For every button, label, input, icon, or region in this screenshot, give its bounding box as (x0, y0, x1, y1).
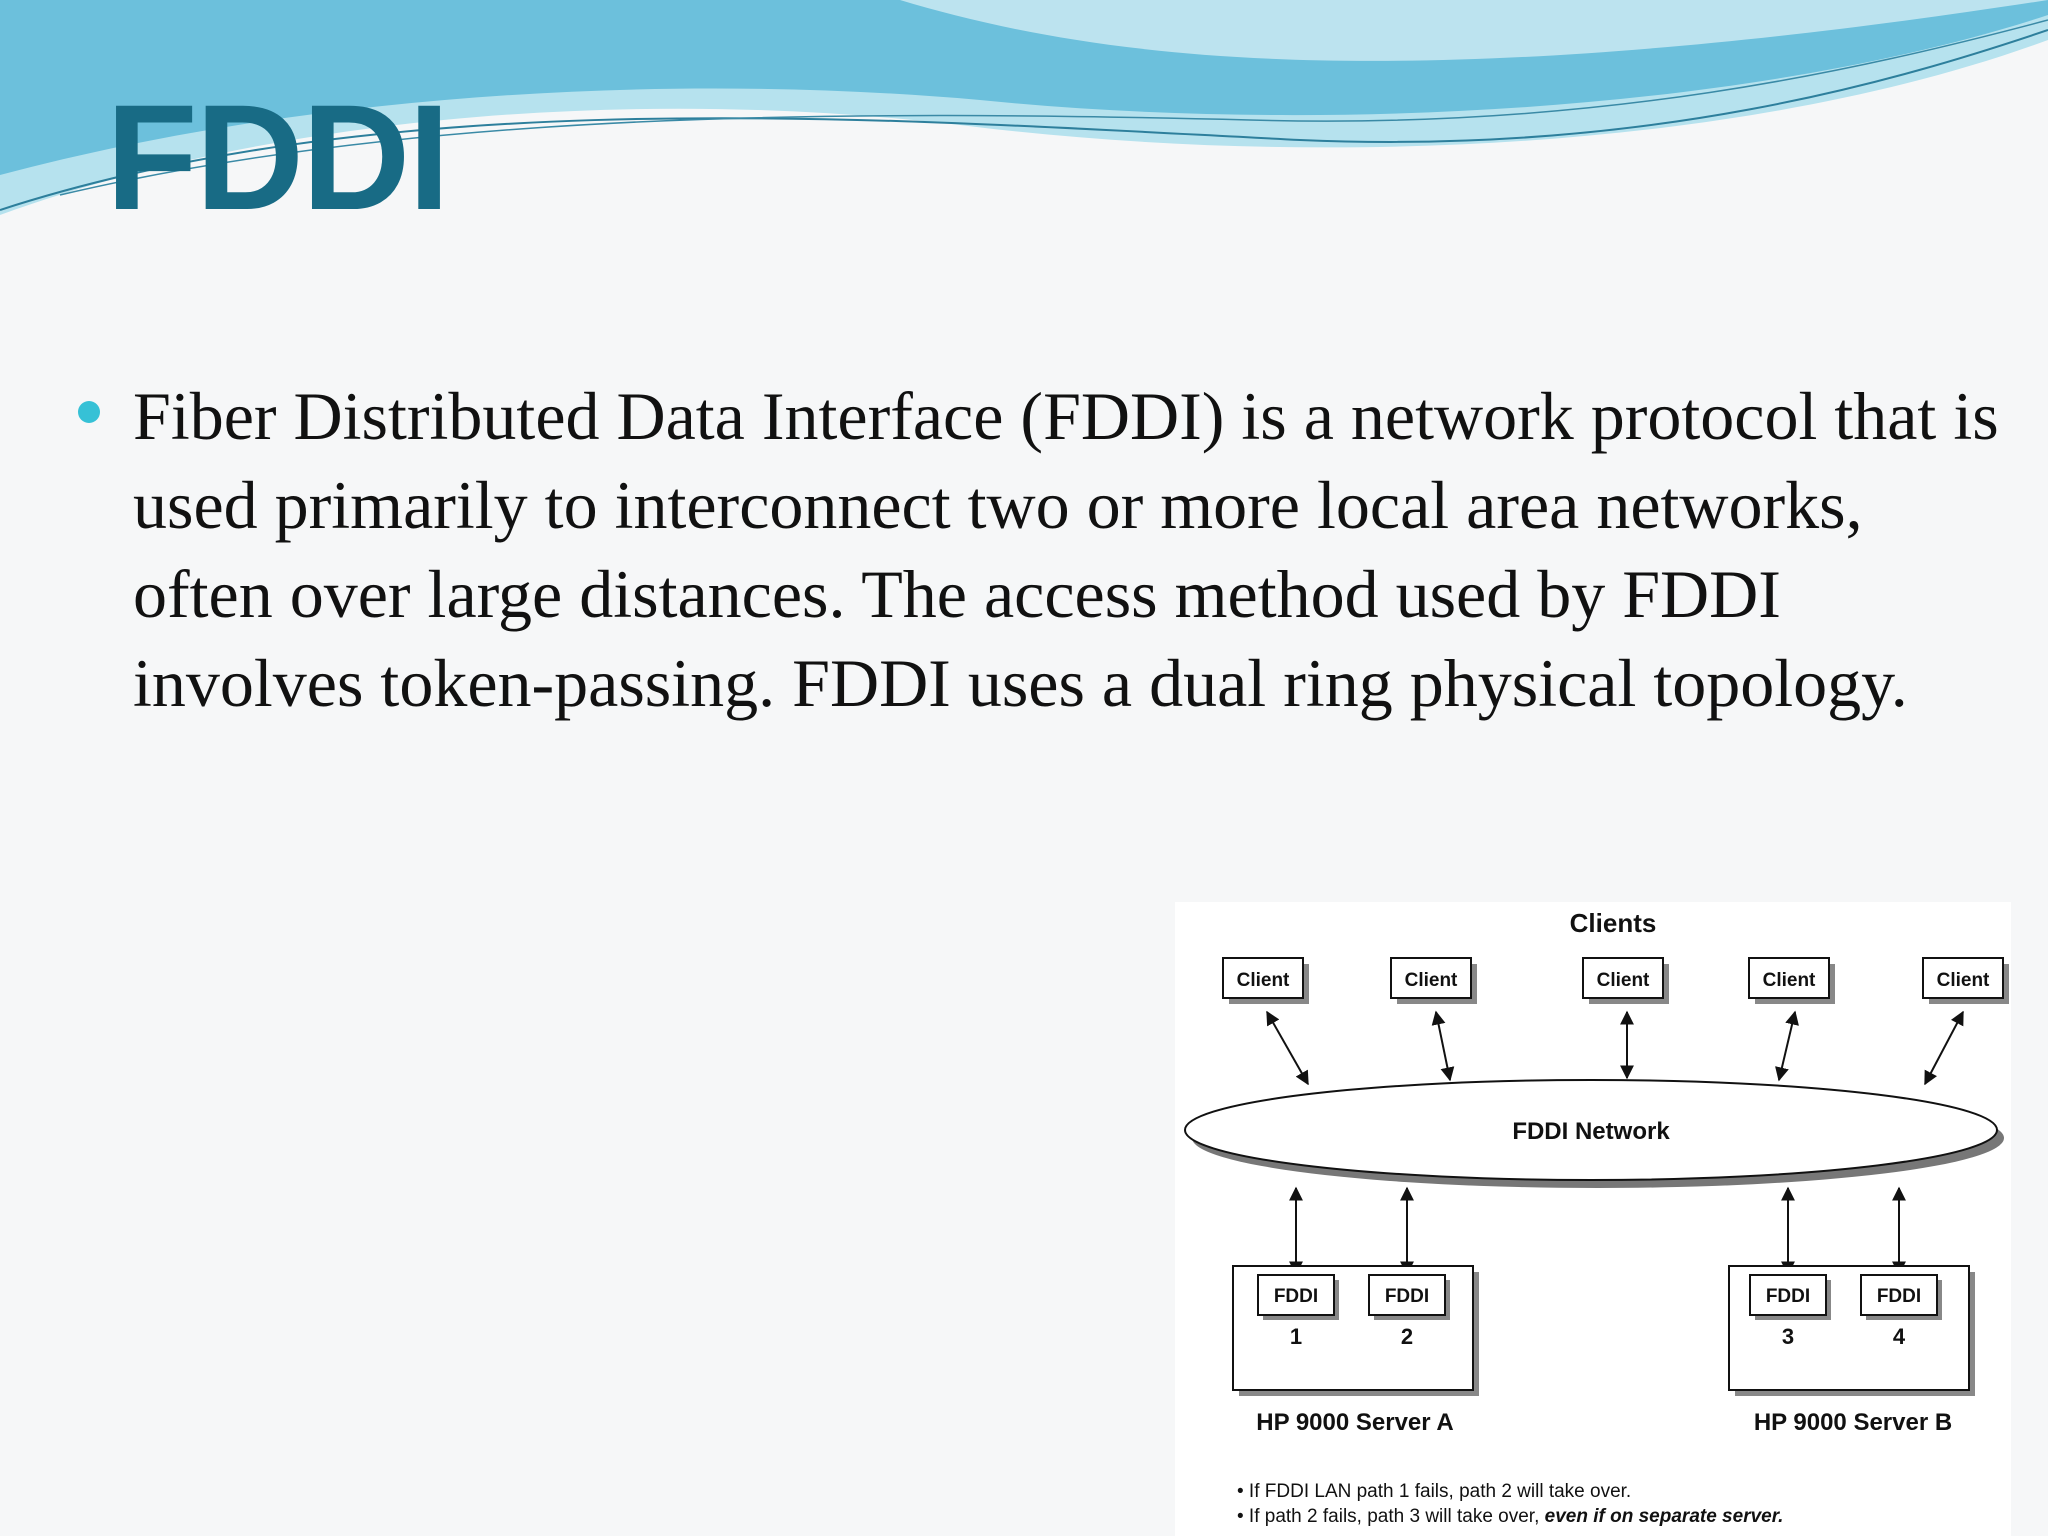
note-line-2-plain: • If path 2 fails, path 3 will take over… (1237, 1506, 1545, 1527)
fddi-card: FDDI 4 (1860, 1274, 1942, 1349)
server-links (1289, 1186, 1906, 1276)
client-label: Client (1763, 970, 1816, 991)
fddi-diagram: Clients Client Client Client Client Clie… (1175, 902, 2011, 1536)
client-box: Client (1390, 957, 1477, 1004)
note-line-2-emphasis: even if on separate server. (1545, 1506, 1784, 1527)
note-line-2: • If path 2 fails, path 3 will take over… (1237, 1506, 1783, 1527)
client-box: Client (1748, 957, 1835, 1004)
wave-band-top (0, 0, 2048, 61)
fddi-card-number: 1 (1290, 1324, 1302, 1349)
bullet-text: Fiber Distributed Data Interface (FDDI) … (133, 378, 1999, 721)
bullet-dot-icon (78, 401, 100, 423)
fddi-card-number: 4 (1893, 1324, 1906, 1349)
client-label: Client (1937, 970, 1990, 991)
fddi-card: FDDI 1 (1257, 1274, 1339, 1349)
wave-line-1 (0, 29, 2048, 211)
server-b-label: HP 9000 Server B (1754, 1409, 1952, 1436)
fddi-card-label: FDDI (1274, 1286, 1318, 1307)
network-label: FDDI Network (1512, 1118, 1670, 1145)
server-a-label: HP 9000 Server A (1256, 1409, 1453, 1436)
client-box: Client (1222, 957, 1309, 1004)
slide-title: FDDI (106, 73, 450, 241)
wave-line-2 (59, 19, 2048, 196)
fddi-card-number: 3 (1782, 1324, 1794, 1349)
clients-header: Clients (1570, 908, 1657, 938)
fddi-card-label: FDDI (1877, 1286, 1921, 1307)
client-links (1266, 1010, 1964, 1086)
client-label: Client (1597, 970, 1650, 991)
fddi-card: FDDI 3 (1749, 1274, 1831, 1349)
client-label: Client (1237, 970, 1290, 991)
fddi-card-number: 2 (1401, 1324, 1413, 1349)
note-line-1: • If FDDI LAN path 1 fails, path 2 will … (1237, 1481, 1631, 1502)
client-box: Client (1582, 957, 1669, 1004)
client-label: Client (1405, 970, 1458, 991)
fddi-card-label: FDDI (1766, 1286, 1810, 1307)
network-ring (1184, 1079, 1998, 1181)
client-box: Client (1922, 957, 2009, 1004)
fddi-card-label: FDDI (1385, 1286, 1429, 1307)
header-wave-decoration (0, 0, 2048, 215)
fddi-card: FDDI 2 (1368, 1274, 1450, 1349)
